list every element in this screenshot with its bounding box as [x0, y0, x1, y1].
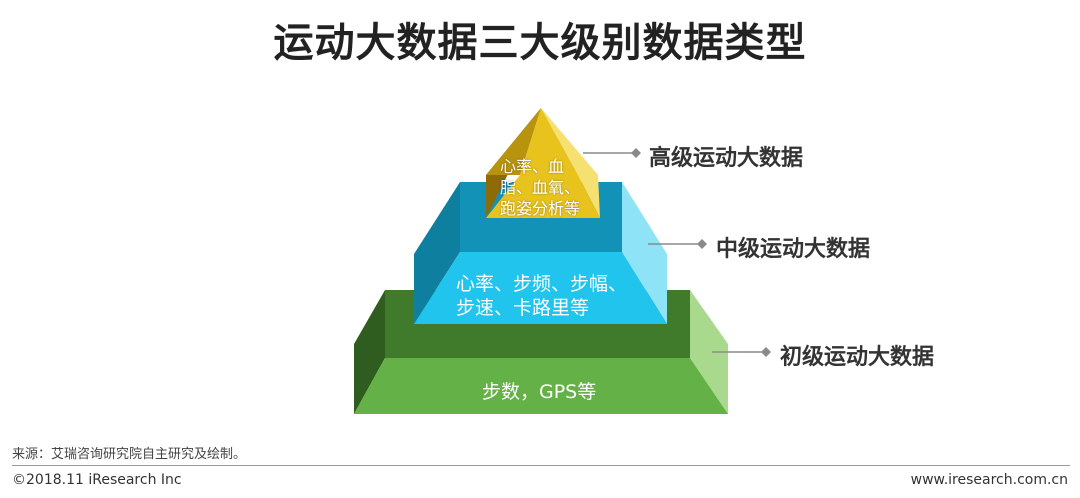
tier-basic-leader-dot: [761, 347, 771, 357]
copyright-text: ©2018.11 iResearch Inc: [12, 472, 182, 488]
tier-basic-content-line: 步数，GPS等: [482, 381, 597, 403]
tier-intermediate-right-face: [622, 182, 667, 324]
tier-basic-front-face: [354, 358, 728, 414]
footer-divider: [12, 465, 1070, 466]
tier-intermediate-label: 中级运动大数据: [716, 237, 871, 262]
tier-basic-content: 步数，GPS等: [482, 380, 596, 404]
tier-basic-left-face: [354, 290, 385, 414]
tier-advanced-content-line: 跑姿分析等: [500, 199, 581, 218]
website-link[interactable]: www.iresearch.com.cn: [910, 472, 1068, 488]
tier-advanced-content-line: 心率、血: [500, 157, 565, 176]
tier-intermediate-content: 心率、步频、步幅、 步速、卡路里等: [456, 272, 627, 320]
tier-advanced: [486, 108, 641, 218]
pyramid-diagram: [354, 108, 771, 414]
tier-advanced-leader-dot: [631, 148, 641, 158]
source-note: 来源：艾瑞咨询研究院自主研究及绘制。: [12, 447, 247, 462]
tier-intermediate-left-face: [414, 182, 460, 324]
tier-advanced-content: 心率、血 脂、血氧、 跑姿分析等: [500, 156, 580, 219]
tier-intermediate-content-line: 步速、卡路里等: [456, 297, 590, 319]
tier-advanced-front-face: [486, 108, 600, 218]
tier-intermediate-front-face: [414, 252, 667, 324]
tier-intermediate-leader-dot: [697, 239, 707, 249]
tier-advanced-top-face: [486, 108, 541, 175]
tier-advanced-label: 高级运动大数据: [649, 146, 804, 171]
tier-intermediate-content-line: 心率、步频、步幅、: [456, 273, 628, 295]
tier-basic-label: 初级运动大数据: [780, 345, 935, 370]
tier-basic-right-face: [690, 290, 728, 414]
page-title: 运动大数据三大级别数据类型: [273, 20, 807, 66]
tier-advanced-content-line: 脂、血氧、: [500, 178, 581, 197]
